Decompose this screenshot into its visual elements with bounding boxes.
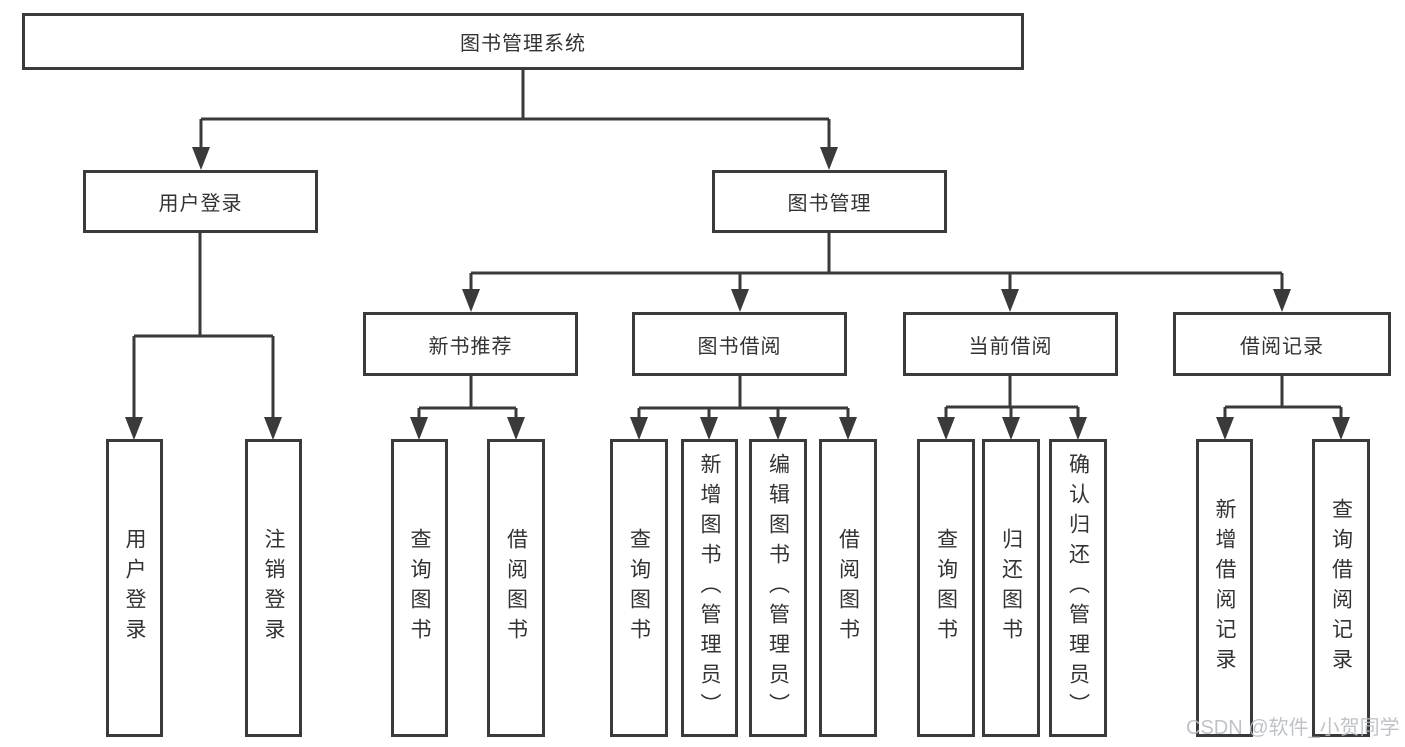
leaf-cb-return-books: 归还图书 (982, 439, 1040, 737)
node-current-borrow: 当前借阅 (903, 312, 1118, 376)
leaf-user-login: 用户登录 (106, 439, 163, 737)
leaf-label: 用户登录 (123, 528, 147, 648)
leaf-label: 查询借阅记录 (1329, 498, 1354, 678)
node-book-borrow: 图书借阅 (632, 312, 847, 376)
leaf-label: 查询图书 (627, 528, 652, 648)
node-borrow-records: 借阅记录 (1173, 312, 1391, 376)
watermark-text: CSDN @软件_小贺同学 (1186, 717, 1400, 739)
node-book-management: 图书管理 (712, 170, 947, 233)
leaf-bb-borrow-books: 借阅图书 (819, 439, 877, 737)
leaf-logout: 注销登录 (245, 439, 302, 737)
leaf-cb-query-books: 查询图书 (917, 439, 975, 737)
leaf-label: 借阅图书 (836, 528, 861, 648)
leaf-label: 查询图书 (934, 528, 959, 648)
leaf-label: 归还图书 (999, 528, 1024, 648)
leaf-label: 新增借阅记录 (1213, 498, 1237, 678)
node-user-login: 用户登录 (83, 170, 318, 233)
leaf-label: 查询图书 (408, 528, 432, 648)
node-root: 图书管理系统 (22, 13, 1024, 70)
leaf-bb-edit-books: 编辑图书（管理员） (749, 439, 807, 737)
leaf-cb-confirm-return: 确认归还（管理员） (1049, 439, 1107, 737)
leaf-bb-add-books: 新增图书（管理员） (681, 439, 738, 737)
leaf-bb-query-books: 查询图书 (610, 439, 668, 737)
leaf-nb-query-books: 查询图书 (391, 439, 448, 737)
leaf-label: 借阅图书 (504, 528, 529, 648)
leaf-label: 新增图书（管理员） (698, 453, 722, 723)
leaf-label: 编辑图书（管理员） (766, 453, 791, 723)
leaf-br-query-record: 查询借阅记录 (1312, 439, 1370, 737)
arrowheads (125, 147, 1350, 440)
leaf-nb-borrow-books: 借阅图书 (487, 439, 545, 737)
node-new-book-recommend: 新书推荐 (363, 312, 578, 376)
leaf-br-add-record: 新增借阅记录 (1196, 439, 1253, 737)
leaf-label: 确认归还（管理员） (1066, 453, 1091, 723)
leaf-label: 注销登录 (262, 528, 286, 648)
